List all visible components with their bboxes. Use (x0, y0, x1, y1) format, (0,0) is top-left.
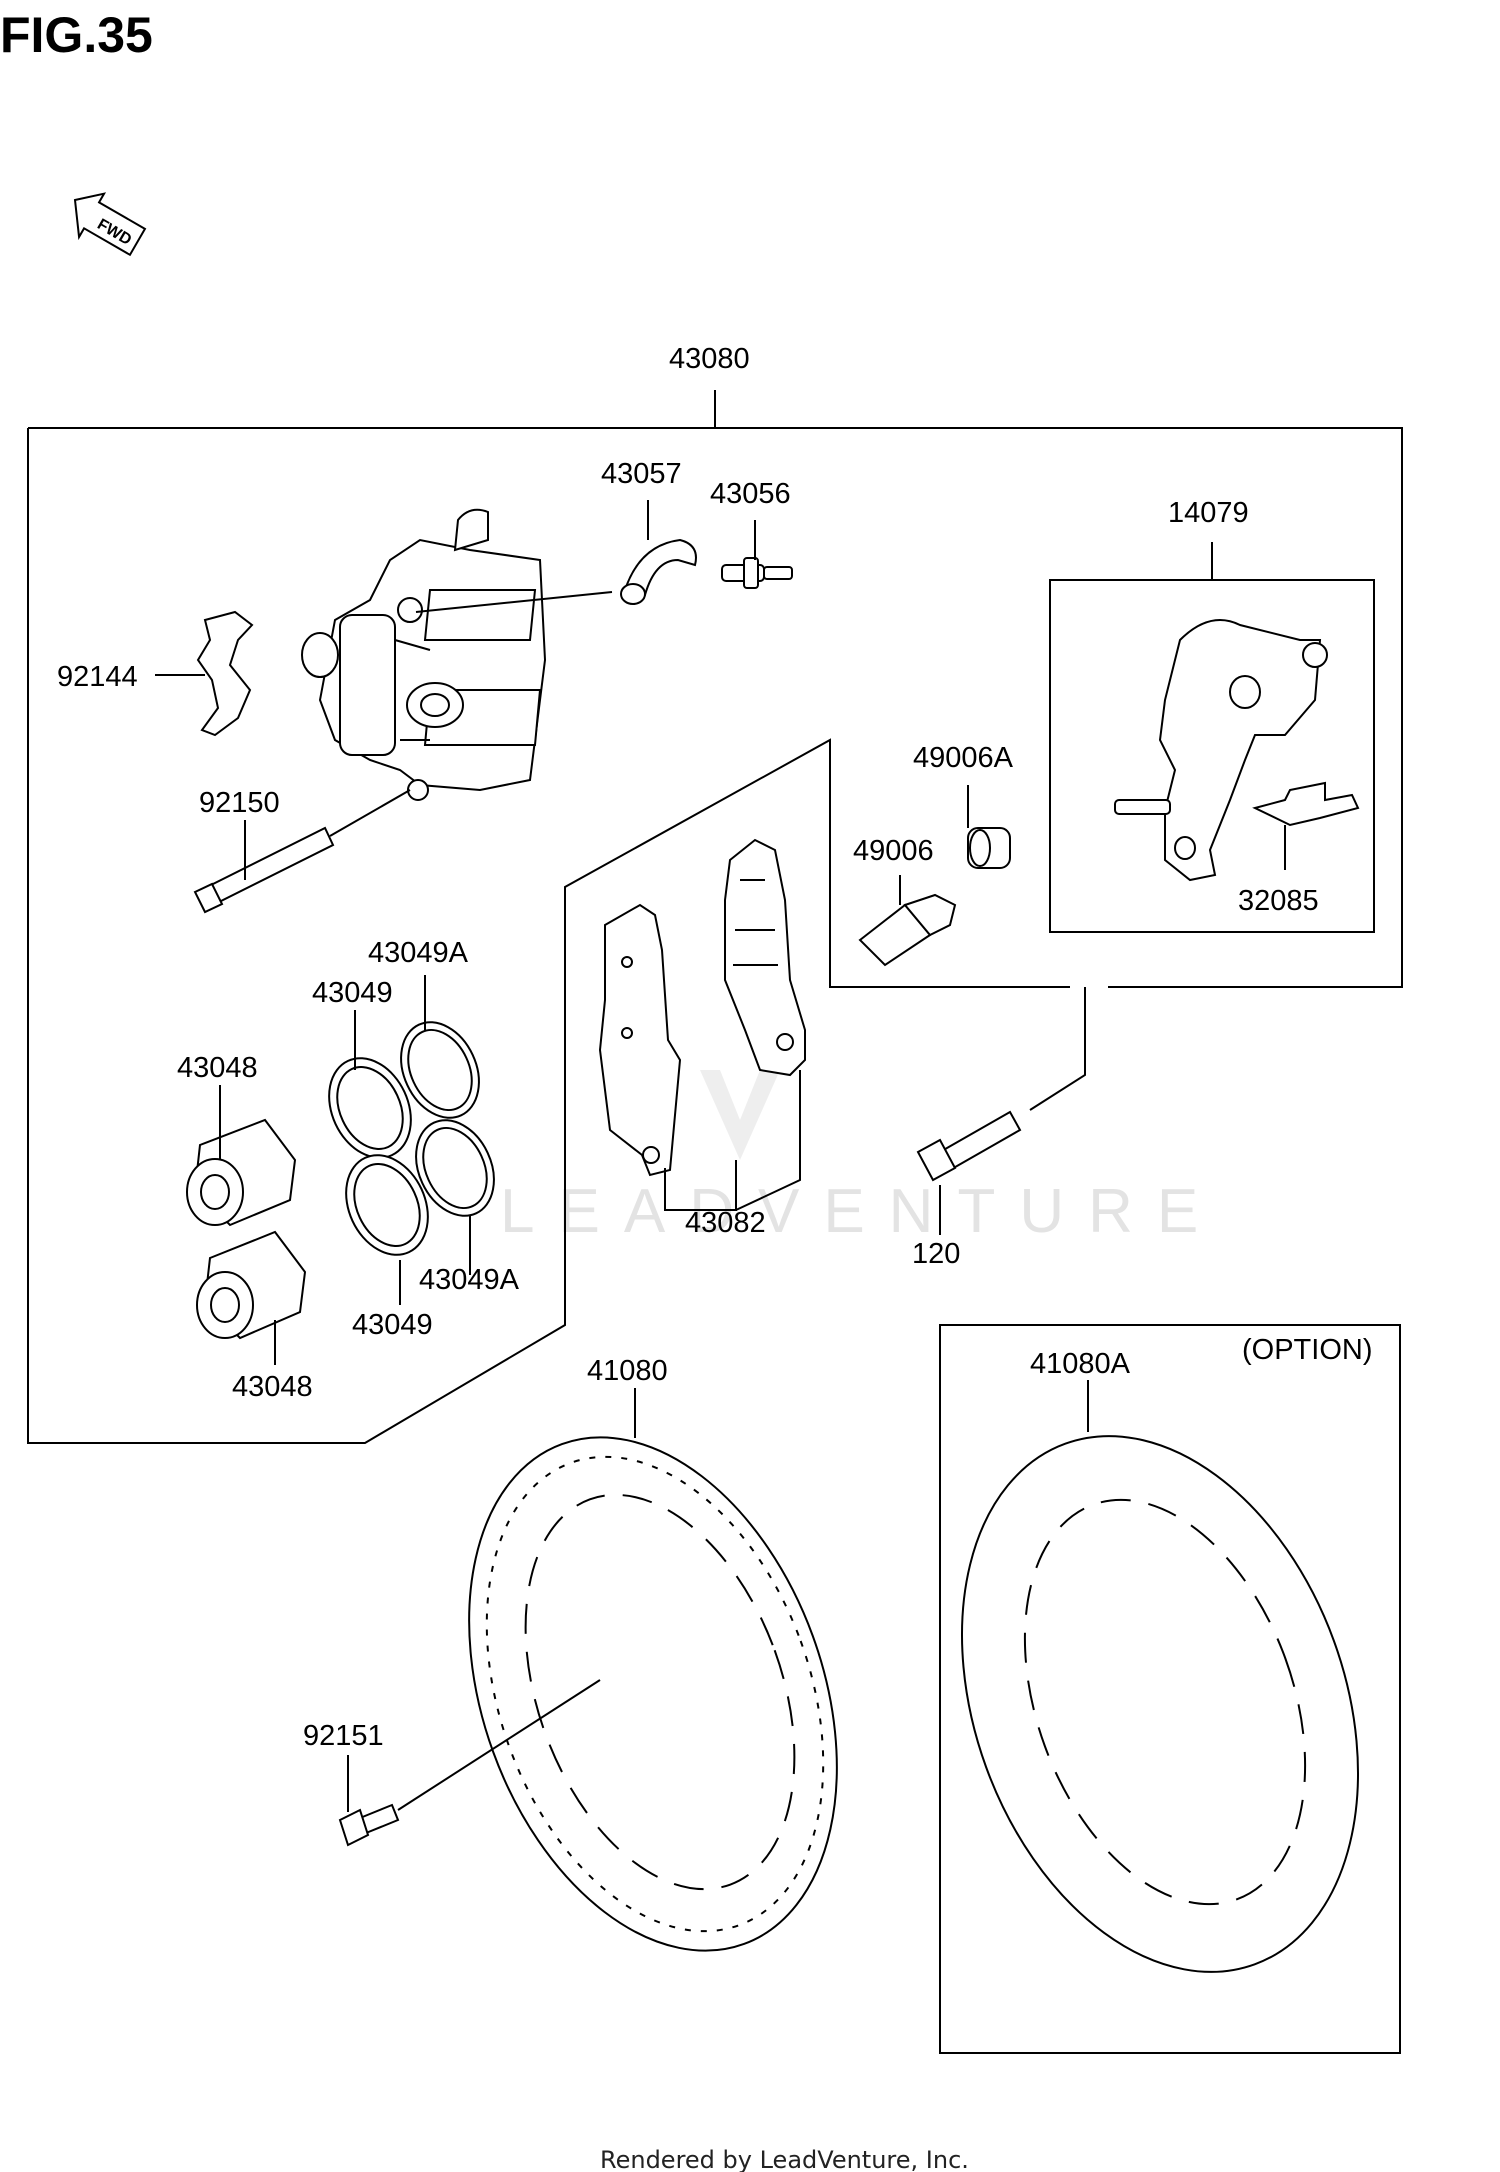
label-32085: 32085 (1238, 885, 1319, 917)
part-120-bolt (916, 987, 1086, 1182)
label-92144: 92144 (57, 661, 138, 693)
label-43049a-top: 43049A (368, 937, 469, 969)
label-43057: 43057 (601, 458, 682, 490)
label-43048-bottom: 43048 (232, 1371, 313, 1403)
kit-box-43080 (27, 390, 1403, 1444)
bracket-box-14079 (1049, 542, 1375, 933)
label-14079: 14079 (1168, 497, 1249, 529)
leader-lines (155, 500, 1286, 1812)
watermark: LEADVENTURE (500, 1070, 1222, 1246)
label-49006a: 49006A (913, 742, 1014, 774)
footer-text: Rendered by LeadVenture, Inc. (600, 2146, 969, 2172)
part-92150-pin (193, 789, 411, 914)
label-43056: 43056 (710, 478, 791, 510)
part-labels: 43080 43057 43056 14079 92144 49006A 921… (57, 343, 1373, 1752)
part-41080a-disc (961, 1435, 1359, 1973)
label-43082: 43082 (685, 1207, 766, 1239)
part-92151-screw (338, 1679, 601, 1847)
part-43057-washer (415, 538, 697, 613)
part-41080-disc (468, 1436, 838, 1952)
watermark-text: LEADVENTURE (500, 1177, 1222, 1246)
fwd-arrow-icon: FWD (73, 192, 147, 257)
option-box (939, 1324, 1401, 2054)
label-41080: 41080 (587, 1355, 668, 1387)
part-43048-piston-bottom (196, 1230, 307, 1340)
part-49006a-boot (967, 827, 1011, 869)
figure-title: FIG.35 (0, 7, 153, 63)
part-49006-pin (858, 893, 957, 967)
part-14079-bracket (1114, 619, 1328, 882)
label-43080: 43080 (669, 343, 750, 375)
label-43049-bottom: 43049 (352, 1309, 433, 1341)
part-43048-piston-top (186, 1118, 297, 1227)
seal-rings (328, 1021, 495, 1256)
label-92150: 92150 (199, 787, 280, 819)
label-43049a-bottom: 43049A (419, 1264, 520, 1296)
part-43082-brake-pads (598, 838, 806, 1211)
label-49006: 49006 (853, 835, 934, 867)
label-41080a: 41080A (1030, 1348, 1131, 1380)
option-label: (OPTION) (1242, 1334, 1373, 1366)
part-43056-bleeder (721, 557, 793, 589)
label-43048-top: 43048 (177, 1052, 258, 1084)
label-92151: 92151 (303, 1720, 384, 1752)
part-32085-clip (1252, 781, 1360, 827)
part-92144-pad-spring (196, 610, 254, 737)
label-43049-top: 43049 (312, 977, 393, 1009)
caliper-body (301, 508, 547, 801)
label-120: 120 (912, 1238, 960, 1270)
